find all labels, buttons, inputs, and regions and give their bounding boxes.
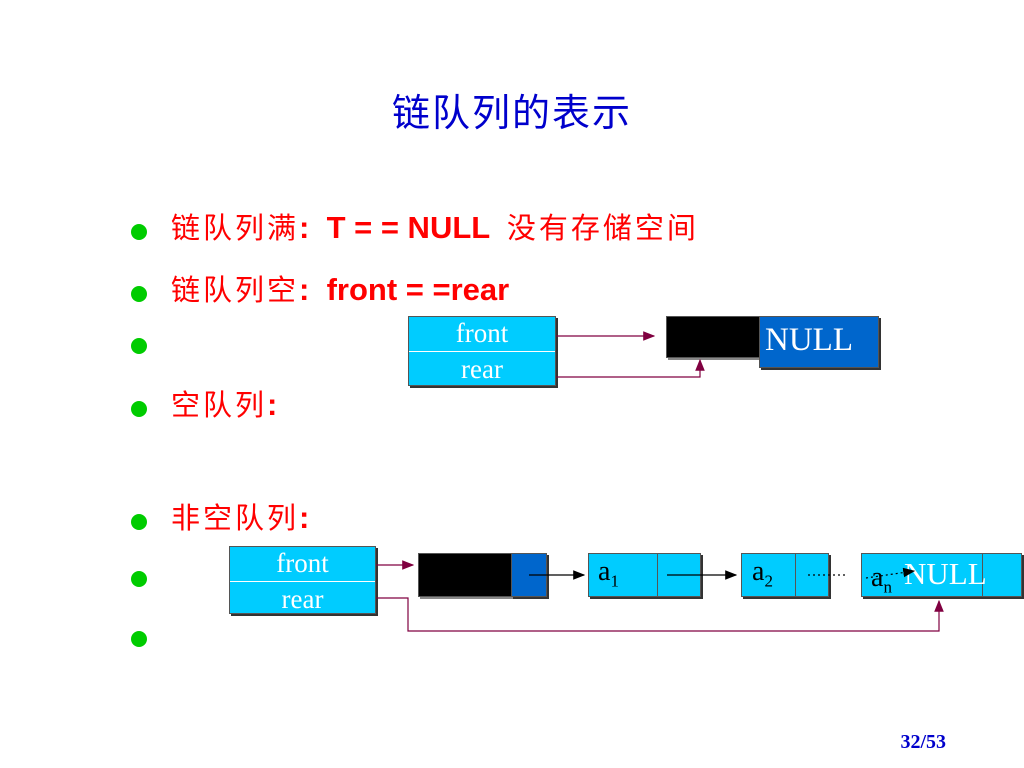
head-node-data-cell bbox=[418, 553, 512, 597]
node-a1-label: a1 bbox=[598, 556, 619, 591]
head-node-data-cell bbox=[666, 316, 760, 358]
node-an-label: an bbox=[871, 562, 892, 597]
node-a2-label: a2 bbox=[752, 556, 773, 591]
bullet-dot bbox=[131, 401, 147, 417]
rear-field: rear bbox=[461, 354, 503, 384]
bullet-colon: : bbox=[299, 210, 310, 245]
slide-title: 链队列的表示 bbox=[391, 91, 632, 135]
node-an-data-cell bbox=[861, 553, 983, 597]
bullet-text-en: front = =rear bbox=[309, 272, 510, 307]
head-node-next-cell bbox=[759, 316, 879, 368]
null-label: NULL bbox=[904, 556, 987, 591]
bullet-colon: : bbox=[267, 387, 278, 422]
bullet-text-cjk-2: 没有存储空间 bbox=[506, 211, 699, 245]
node-an-next-cell bbox=[982, 553, 1022, 597]
bullet-text: 空队列: bbox=[171, 382, 277, 424]
rear-field: rear bbox=[281, 584, 324, 614]
page-number: 32/53 bbox=[900, 731, 946, 753]
nonempty-queue-header-box: front rear bbox=[229, 546, 376, 614]
rear-pointer-arrow bbox=[376, 597, 944, 632]
bullet-dot bbox=[131, 286, 147, 302]
null-label: NULL bbox=[765, 322, 853, 358]
bullet-text-cjk: 空队列 bbox=[171, 388, 268, 422]
front-field: front bbox=[276, 548, 329, 578]
field-divider bbox=[230, 581, 375, 582]
bullet-dot bbox=[131, 631, 147, 647]
bullet-colon: : bbox=[299, 272, 310, 307]
bullet-text-cjk: 链队列空 bbox=[171, 273, 300, 307]
bullet-colon: : bbox=[299, 500, 310, 535]
front-field: front bbox=[455, 318, 509, 348]
bullet-text-cjk: 非空队列 bbox=[171, 501, 300, 535]
dots-to-an-arrow bbox=[865, 567, 916, 579]
bullet-dot bbox=[131, 338, 147, 354]
bullet-text-cjk: 链队列满 bbox=[171, 211, 300, 245]
bullet-text: 非空队列: bbox=[171, 495, 309, 537]
empty-queue-header-box: front rear bbox=[408, 316, 556, 386]
bullet-text: 链队列空: front = =rear bbox=[171, 267, 509, 309]
node-a2-data-cell bbox=[741, 553, 796, 597]
rear-pointer-arrow bbox=[556, 358, 705, 378]
bullet-text-en: T = = NULL bbox=[309, 210, 507, 245]
bullet-text: 链队列满: T = = NULL 没有存储空间 bbox=[171, 205, 699, 247]
field-divider bbox=[409, 351, 555, 352]
bullet-dot bbox=[131, 224, 147, 240]
bullet-dot bbox=[131, 514, 147, 530]
bullet-dot bbox=[131, 571, 147, 587]
